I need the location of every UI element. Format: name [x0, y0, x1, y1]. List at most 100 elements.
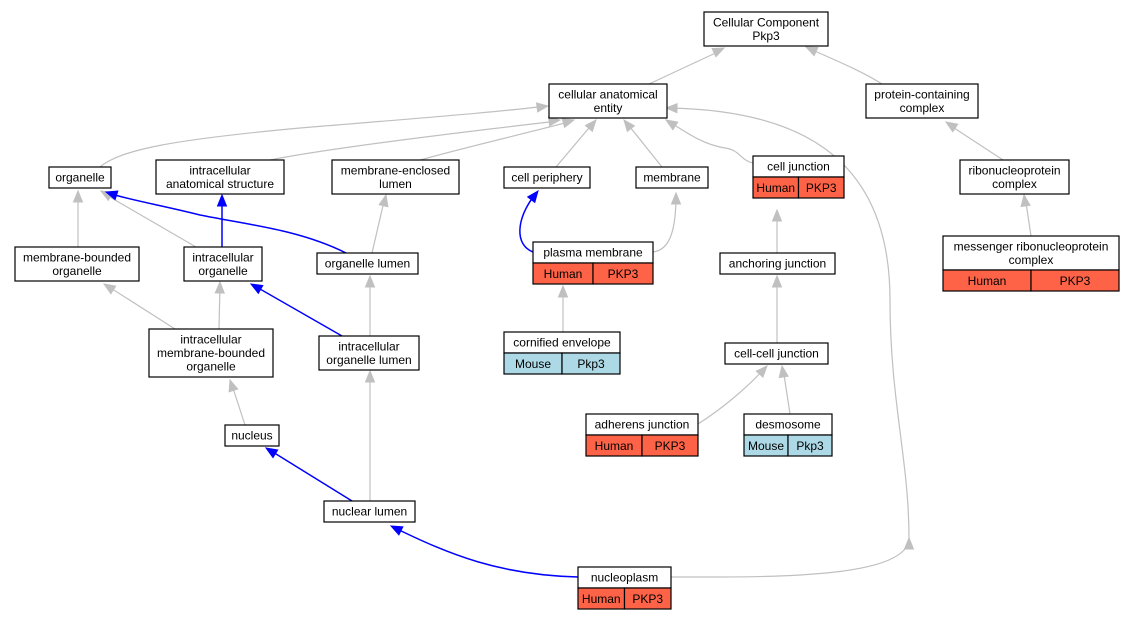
species-label: Human [968, 274, 1007, 288]
edge-blue [252, 284, 343, 337]
gene-cell [561, 352, 621, 375]
edge-gray [625, 121, 663, 168]
node-label: intracellular [189, 163, 250, 177]
node-box [155, 159, 285, 195]
edge-gray [555, 121, 595, 168]
node-label: entity [594, 101, 623, 115]
node-box [323, 500, 416, 523]
node-label: messenger ribonucleoprotein [954, 239, 1109, 253]
edge-arrowhead [102, 283, 117, 295]
edge-arrowhead [903, 536, 915, 550]
edge-arrowhead [623, 118, 636, 133]
node-membrane[interactable]: membrane [635, 166, 709, 189]
edge-arrowhead [778, 364, 789, 379]
edge-blue [519, 192, 537, 253]
edge-arrowhead [771, 274, 783, 288]
edge-gray [102, 192, 197, 248]
edge-gray [807, 47, 883, 85]
node-label: ribonucleoprotein [968, 163, 1060, 177]
gene-cell [797, 176, 845, 199]
edge-arrowhead [711, 47, 726, 58]
node-label: membrane [643, 171, 701, 185]
node-label: organelle [198, 264, 248, 278]
species-label: Mouse [515, 357, 551, 371]
node-label: cell junction [767, 160, 830, 174]
edge-arrowhead [535, 102, 550, 113]
edge-gray [697, 367, 766, 425]
gene-label: PKP3 [806, 181, 837, 195]
gene-cell [623, 587, 672, 610]
node-box [635, 166, 709, 189]
edge-arrowhead [670, 191, 682, 205]
node-box [148, 328, 274, 378]
species-label: Human [756, 181, 795, 195]
node-box [959, 159, 1070, 195]
edge-blue [107, 192, 347, 254]
node-label: organelle lumen [325, 257, 410, 271]
edge-gray [667, 107, 910, 539]
node-label: organelle [186, 360, 236, 374]
node-box [316, 252, 419, 275]
node-box [318, 335, 420, 371]
edge-arrowhead [364, 274, 376, 288]
node-cell-periphery[interactable]: cell periphery [503, 166, 591, 189]
node-box [224, 424, 280, 447]
node-label: adherens junction [595, 418, 690, 432]
edge-arrowhead [584, 118, 597, 133]
graph-edges [72, 46, 1032, 578]
node-box [548, 83, 668, 119]
node-label: complex [992, 177, 1037, 191]
edge-gray [269, 120, 559, 161]
node-label: organelle lumen [326, 353, 411, 367]
edge-arrowhead [378, 193, 389, 208]
node-box [183, 246, 263, 282]
species-label: Mouse [748, 439, 784, 453]
node-label: desmosome [755, 418, 821, 432]
node-organelle-lumen[interactable]: organelle lumen [316, 252, 419, 275]
node-box [48, 166, 112, 189]
node-cell-cell-junction[interactable]: cell-cell junction [724, 342, 829, 365]
node-box [703, 11, 829, 47]
node-box [865, 83, 979, 119]
node-nuclear-lumen[interactable]: nuclear lumen [323, 500, 416, 523]
edge-gray [105, 284, 176, 330]
node-organelle[interactable]: organelle [48, 166, 112, 189]
node-label: intracellular [180, 333, 241, 347]
edge-arrowhead [664, 119, 679, 131]
node-label: complex [1009, 253, 1054, 267]
edge-arrowhead [389, 525, 404, 536]
edge-gray [648, 49, 723, 85]
gene-cell [1030, 269, 1120, 292]
node-anchoring-junction[interactable]: anchoring junction [719, 252, 836, 275]
gene-cell [592, 262, 654, 285]
edge-arrowhead [72, 189, 84, 203]
node-box [724, 342, 829, 365]
node-label: intracellular [338, 339, 399, 353]
node-label: nucleus [231, 429, 272, 443]
node-label: lumen [379, 177, 412, 191]
gene-label: Pkp3 [796, 439, 824, 453]
node-label: intracellular [192, 250, 253, 264]
edge-arrowhead [216, 193, 228, 207]
gene-label: PKP3 [655, 439, 686, 453]
edge-blue [392, 526, 579, 578]
node-nucleus[interactable]: nucleus [224, 424, 280, 447]
